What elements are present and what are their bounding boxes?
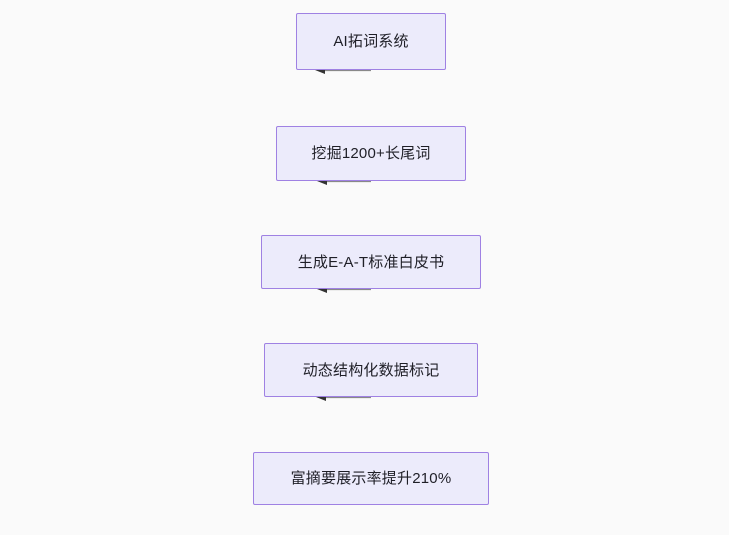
flow-node-dynamic-structured-data-markup[interactable]: 动态结构化数据标记	[264, 343, 478, 397]
flow-node-mine-longtail-keywords[interactable]: 挖掘1200+长尾词	[276, 126, 466, 181]
flow-node-generate-eat-whitepaper[interactable]: 生成E-A-T标准白皮书	[261, 235, 481, 289]
flow-node-label: 富摘要展示率提升210%	[290, 470, 452, 487]
flow-node-label: 动态结构化数据标记	[302, 361, 440, 379]
flow-node-ai-keyword-system[interactable]: AI拓词系统	[296, 13, 446, 70]
flow-node-rich-snippet-impression-lift[interactable]: 富摘要展示率提升210%	[253, 452, 489, 505]
flow-node-label: 生成E-A-T标准白皮书	[297, 253, 445, 271]
flow-node-label: AI拓词系统	[333, 33, 409, 50]
flow-node-label: 挖掘1200+长尾词	[311, 145, 431, 162]
